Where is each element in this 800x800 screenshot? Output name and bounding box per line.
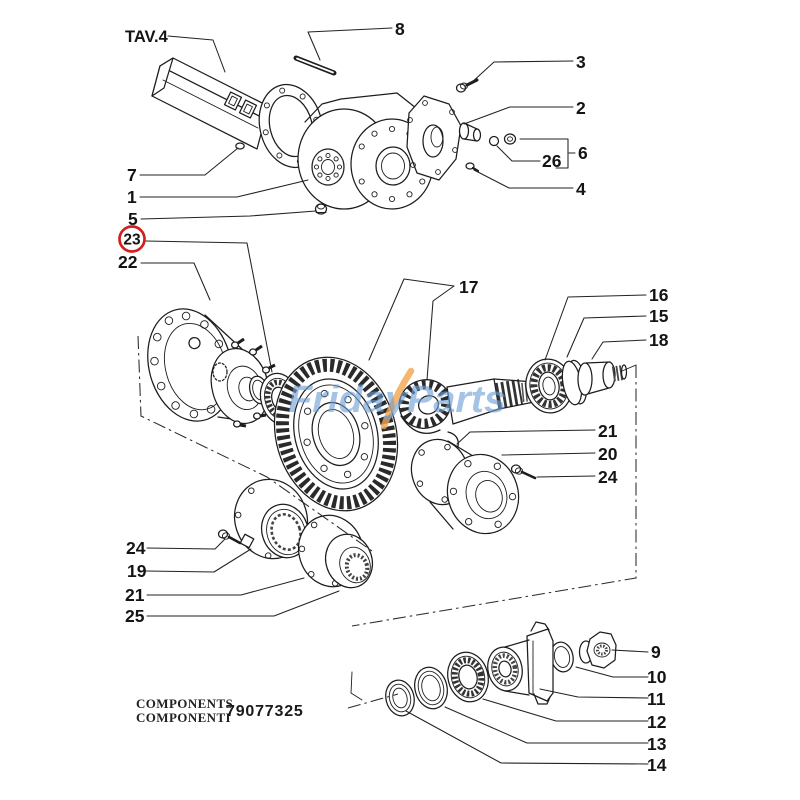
leader-3	[469, 60, 574, 85]
bevel-pinion	[398, 379, 452, 429]
leader-13	[444, 706, 649, 744]
seal-14	[385, 679, 415, 717]
callout-25: 25	[125, 606, 145, 626]
leader-14	[405, 710, 649, 765]
axle-housing-drawing	[151, 55, 517, 215]
case-studs	[230, 337, 277, 428]
diff-case-flange	[147, 308, 233, 422]
axis-lines	[137, 335, 637, 709]
coupling-flange-11	[487, 621, 554, 705]
callout-11: 11	[647, 689, 666, 709]
footer-components-en: COMPONENTS	[136, 696, 233, 711]
leader-23	[145, 240, 273, 373]
leader-22	[140, 262, 211, 301]
callout-22: 22	[118, 252, 138, 272]
footer: COMPONENTS COMPONENTI 79077325	[136, 696, 304, 725]
leader-21-right	[456, 429, 596, 445]
callout-21-right: 21	[598, 421, 618, 441]
callout-10: 10	[647, 667, 667, 687]
leader-7	[139, 147, 239, 176]
leader-17b	[426, 285, 455, 381]
sheet-title: TAV.4	[125, 28, 169, 46]
side-cover-gasket	[406, 95, 462, 181]
bearing-support-19	[233, 478, 310, 560]
callout-23: 23	[123, 232, 141, 249]
nut-5	[314, 203, 328, 215]
callout-6: 6	[578, 143, 588, 163]
leader-lines	[139, 27, 649, 765]
bolt-4	[465, 162, 480, 173]
leader-20	[501, 452, 596, 456]
pinion-nose-assembly-drawing	[350, 621, 617, 717]
callout-26: 26	[542, 151, 562, 171]
footer-part-number: 79077325	[226, 703, 304, 720]
callout-21-left: 21	[125, 585, 145, 605]
o-ring-6	[488, 135, 500, 147]
differential-assembly-drawing	[147, 308, 628, 589]
highlight-circle-23	[118, 225, 146, 253]
leader-17a	[368, 278, 455, 361]
leader-10	[575, 666, 649, 678]
shim-21	[447, 431, 459, 448]
callout-17: 17	[459, 277, 478, 297]
nut-26	[503, 133, 517, 145]
leader-25	[146, 590, 340, 617]
shaft-stub	[458, 122, 482, 142]
bracket-6	[519, 138, 569, 169]
leader-21-left	[146, 577, 305, 596]
leader-5	[140, 210, 317, 220]
leader-16	[544, 294, 647, 361]
leader-24-right	[536, 475, 596, 478]
bolt-24-left	[217, 529, 242, 545]
leader-4	[473, 169, 574, 189]
callout-7: 7	[127, 165, 137, 185]
sleeve-18	[577, 361, 628, 396]
watermark-text: FridayParts	[288, 379, 506, 421]
bolt-24-right	[510, 464, 537, 480]
watermark-swoosh	[380, 367, 415, 430]
bearing-13	[414, 666, 448, 710]
callout-9: 9	[651, 642, 661, 662]
callout-24-left: 24	[126, 538, 146, 558]
leader-24-left	[146, 538, 226, 550]
callout-16: 16	[649, 285, 669, 305]
callout-4: 4	[576, 179, 586, 199]
callout-13: 13	[647, 734, 667, 754]
pinion-carrier-20	[410, 438, 520, 535]
callout-24-right: 24	[598, 467, 618, 487]
leader-tav4	[167, 35, 226, 73]
callout-14: 14	[647, 755, 667, 775]
leader-11	[539, 688, 649, 699]
leader-9	[611, 649, 649, 653]
leader-18	[591, 339, 647, 360]
leader-26	[496, 145, 541, 162]
callout-15: 15	[649, 306, 669, 326]
footer-components-it: COMPONENTI	[136, 710, 231, 725]
watermark: FridayParts	[288, 367, 506, 430]
callout-19: 19	[127, 561, 147, 581]
bearing-cone-12	[447, 651, 489, 703]
bolt-3	[455, 78, 479, 93]
callout-20: 20	[598, 444, 618, 464]
callout-12: 12	[647, 712, 667, 732]
leader-19	[145, 548, 252, 573]
callout-18: 18	[649, 330, 669, 350]
callout-labels: TAV.4 7 1 5 23 22 8 3 2 26 6 4 17 16 15 …	[118, 19, 669, 775]
nut-9	[578, 631, 617, 669]
leader-2	[463, 106, 574, 125]
leader-8	[307, 27, 393, 61]
callout-2: 2	[576, 98, 586, 118]
callout-1: 1	[127, 187, 137, 207]
leader-1	[139, 179, 309, 198]
leader-15	[566, 315, 647, 358]
callout-5: 5	[128, 209, 138, 229]
callout-3: 3	[576, 52, 586, 72]
callout-8: 8	[395, 19, 405, 39]
leader-12	[482, 698, 649, 722]
